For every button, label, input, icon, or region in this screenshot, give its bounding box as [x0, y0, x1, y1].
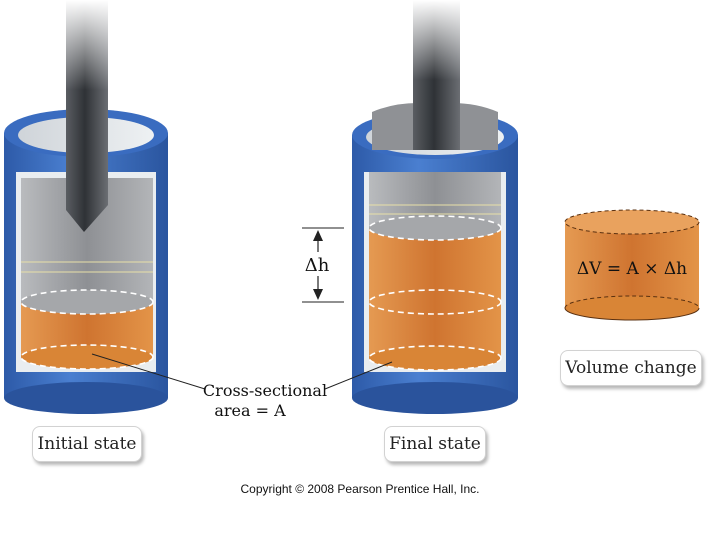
initial-state-label: Initial state [32, 426, 142, 462]
volume-equation: ΔV = A × Δh [577, 259, 687, 279]
copyright-notice: Copyright © 2008 Pearson Prentice Hall, … [240, 482, 480, 496]
cross-section-label-line2: area = A [214, 401, 286, 420]
delta-h-label: Δh [305, 255, 330, 276]
cross-section-label-line1: Cross-sectional [203, 381, 327, 400]
volume-change-label: Volume change [560, 350, 702, 386]
cross-section-callout: Cross-sectional area = A [91, 353, 393, 420]
delta-h-dimension: Δh [302, 227, 344, 303]
final-state-label: Final state [384, 426, 486, 462]
final-cylinder [352, 0, 518, 414]
volume-change-disk: ΔV = A × Δh [564, 209, 700, 321]
initial-cylinder [4, 0, 168, 414]
